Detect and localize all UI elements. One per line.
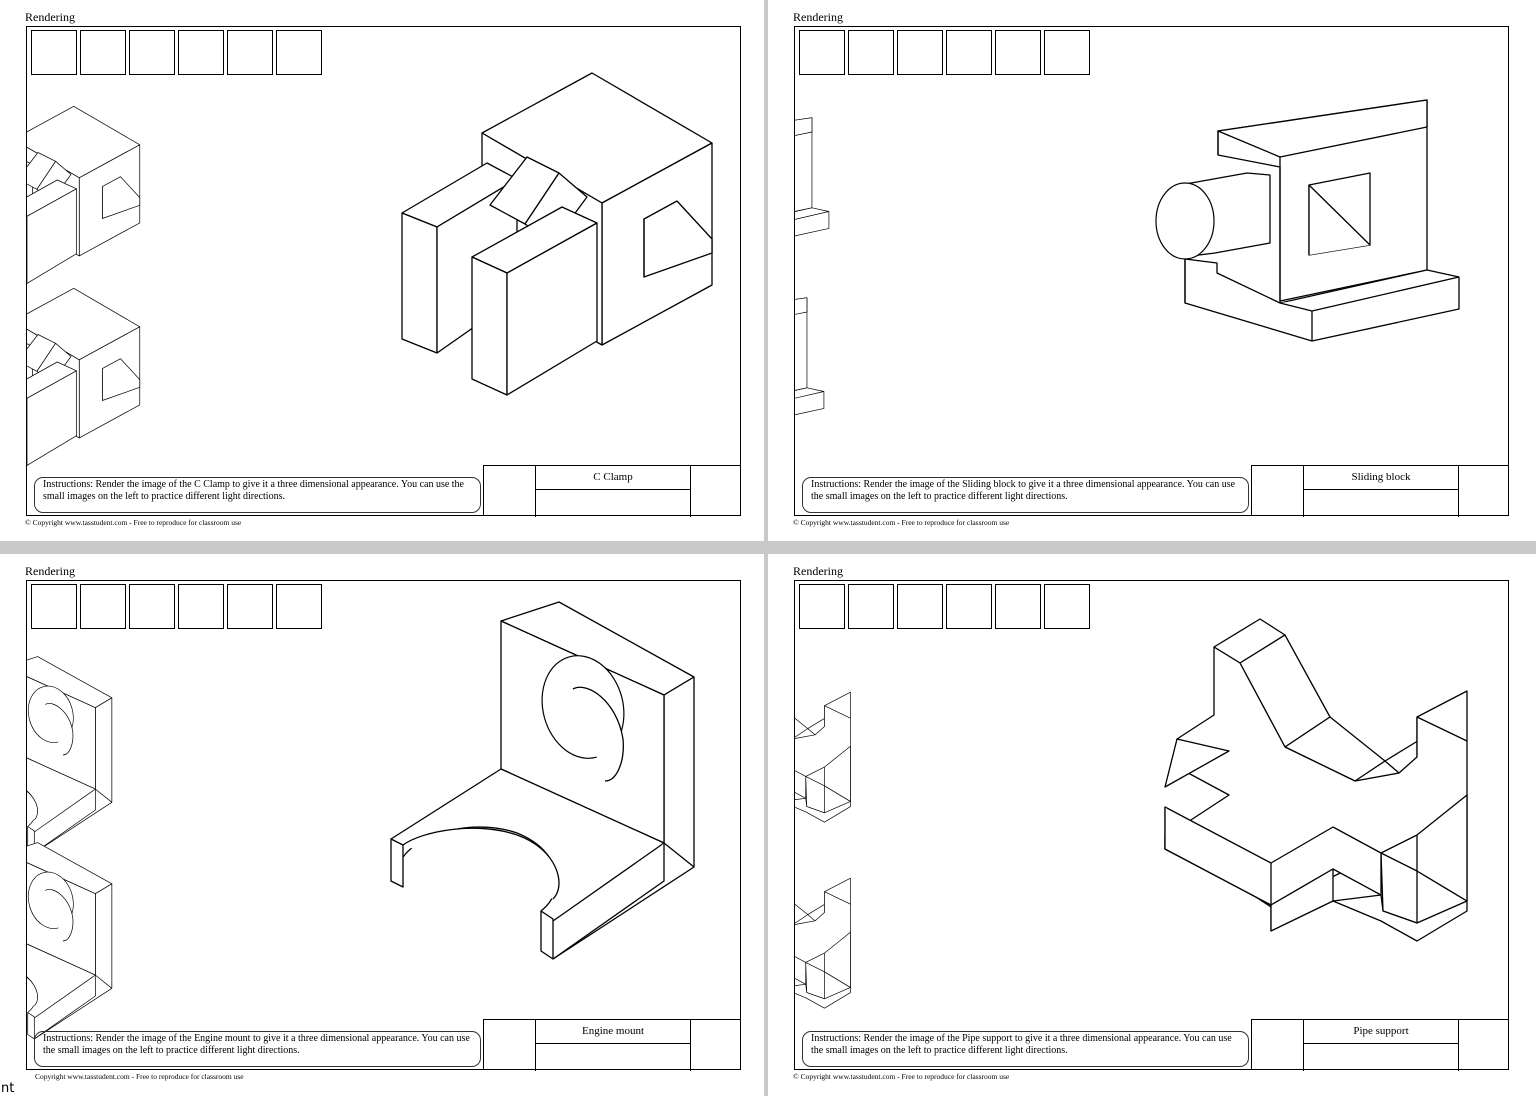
object-name: Pipe support [1304, 1020, 1458, 1044]
shade-sample-boxes [31, 30, 322, 75]
shade-box[interactable] [995, 584, 1041, 629]
title-block-cell [1252, 466, 1304, 517]
sheet-title: Rendering [25, 564, 75, 578]
c-clamp-drawing [27, 27, 742, 517]
shade-box[interactable] [80, 584, 126, 629]
shade-box[interactable] [227, 30, 273, 75]
title-block: C Clamp [483, 465, 741, 517]
shade-box[interactable] [178, 584, 224, 629]
shade-box[interactable] [1044, 584, 1090, 629]
drawing-frame: Instructions: Render the image of the Pi… [794, 580, 1510, 1071]
title-block-cell [484, 466, 536, 517]
shade-box[interactable] [129, 584, 175, 629]
copyright-notice: © Copyright www.tasstudent.com - Free to… [793, 1072, 1010, 1081]
shade-box[interactable] [31, 584, 77, 629]
pipe-support-drawing [795, 581, 1510, 1071]
sheet-title: Rendering [25, 10, 75, 24]
worksheet-engine-mount: Rendering [0, 554, 764, 1096]
drawing-frame: Instructions: Render the image of the Sl… [794, 26, 1510, 517]
title-block-name-cell: Engine mount [536, 1020, 691, 1071]
title-block-name-cell: C Clamp [536, 466, 691, 517]
shade-box[interactable] [227, 584, 273, 629]
title-block-cell [1252, 1020, 1304, 1071]
title-block: Sliding block [1251, 465, 1509, 517]
worksheet-pipe-support: Rendering [768, 554, 1536, 1096]
shade-box[interactable] [995, 30, 1041, 75]
copyright-notice: © Copyright www.tasstudent.com - Free to… [25, 518, 242, 527]
object-name: Engine mount [536, 1020, 690, 1044]
title-block-cell [484, 1020, 536, 1071]
object-name: Sliding block [1304, 466, 1458, 490]
shade-box[interactable] [31, 30, 77, 75]
title-block: Engine mount [483, 1019, 741, 1071]
shade-box[interactable] [897, 30, 943, 75]
sheet-title: Rendering [793, 564, 843, 578]
sheet-title: Rendering [793, 10, 843, 24]
copyright-notice: © Copyright www.tasstudent.com - Free to… [793, 518, 1010, 527]
shade-box[interactable] [946, 584, 992, 629]
worksheet-c-clamp: Rendering [0, 0, 764, 541]
title-block: Pipe support [1251, 1019, 1509, 1071]
shade-box[interactable] [80, 30, 126, 75]
shade-sample-boxes [799, 30, 1090, 75]
drawing-frame: Instructions: Render the image of the En… [26, 580, 742, 1071]
instructions-box: Instructions: Render the image of the Pi… [802, 1031, 1249, 1067]
shade-box[interactable] [897, 584, 943, 629]
instructions-box: Instructions: Render the image of the Sl… [802, 477, 1249, 513]
sliding-block-drawing [795, 27, 1510, 517]
shade-sample-boxes [31, 584, 322, 629]
shade-box[interactable] [848, 584, 894, 629]
copyright-notice: Copyright www.tasstudent.com - Free to r… [35, 1072, 244, 1081]
shade-box[interactable] [276, 584, 322, 629]
worksheet-sliding-block: Rendering [768, 0, 1536, 541]
instructions-box: Instructions: Render the image of the En… [34, 1031, 481, 1067]
corner-tab-label[interactable]: nt [0, 1080, 36, 1096]
shade-sample-boxes [799, 584, 1090, 629]
shade-box[interactable] [799, 584, 845, 629]
shade-box[interactable] [848, 30, 894, 75]
drawing-frame: Instructions: Render the image of the C … [26, 26, 742, 517]
instructions-box: Instructions: Render the image of the C … [34, 477, 481, 513]
engine-mount-drawing [27, 581, 742, 1071]
shade-box[interactable] [178, 30, 224, 75]
shade-box[interactable] [946, 30, 992, 75]
object-name: C Clamp [536, 466, 690, 490]
title-block-name-cell: Sliding block [1304, 466, 1459, 517]
title-block-name-cell: Pipe support [1304, 1020, 1459, 1071]
shade-box[interactable] [1044, 30, 1090, 75]
shade-box[interactable] [129, 30, 175, 75]
shade-box[interactable] [276, 30, 322, 75]
shade-box[interactable] [799, 30, 845, 75]
